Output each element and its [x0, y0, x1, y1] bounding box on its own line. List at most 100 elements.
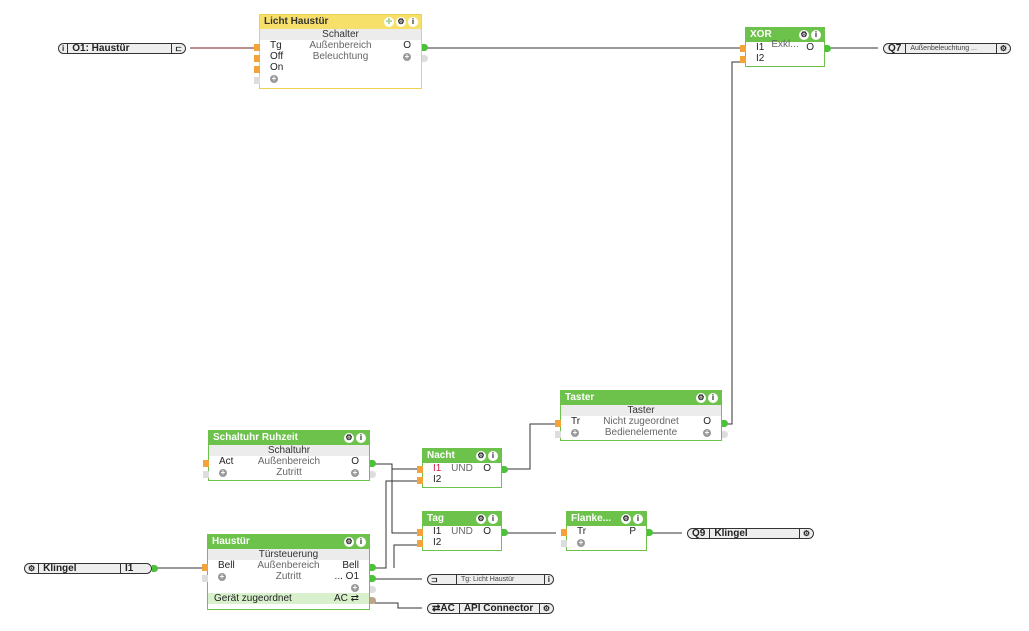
input-pin[interactable] [254, 77, 260, 84]
input-pin[interactable] [417, 477, 423, 484]
gear-icon[interactable]: ⚙ [542, 604, 550, 613]
gear-icon[interactable]: ⚙ [396, 17, 406, 27]
info-icon[interactable]: i [488, 514, 498, 524]
block-title: Flanke... [571, 513, 612, 524]
wire-schaltuhr-nacht [374, 463, 418, 470]
io-klingel-i1[interactable]: ⚙ Klingel I1 [24, 563, 152, 574]
block-title: Haustür [212, 536, 250, 547]
gear-icon[interactable]: ⚙ [25, 564, 40, 573]
info-icon[interactable]: i [633, 514, 643, 524]
info-icon[interactable]: i [408, 17, 418, 27]
output-pin[interactable] [370, 471, 376, 478]
output-pin[interactable] [152, 565, 158, 572]
output-label: Bell [342, 560, 359, 571]
block-function: UND [451, 526, 473, 537]
io-q7[interactable]: Q7 Außenbeleuchtung ... ⚙ [883, 43, 1011, 54]
input-pin[interactable] [254, 66, 260, 73]
output-pin[interactable] [825, 45, 831, 52]
info-icon[interactable]: i [811, 30, 821, 40]
gear-icon[interactable]: ⚙ [476, 514, 486, 524]
add-input-icon[interactable]: + [270, 74, 278, 83]
output-pin[interactable] [422, 44, 428, 51]
input-pin[interactable] [561, 529, 567, 536]
io-label: Tg: Licht Haustür [457, 575, 545, 584]
gear-icon[interactable]: ⚙ [476, 451, 486, 461]
io-api-connector[interactable]: ⇄AC API Connector ⚙ [427, 603, 554, 614]
output-pin[interactable] [502, 529, 508, 536]
gear-icon[interactable]: ⚙ [621, 514, 631, 524]
output-pin[interactable] [370, 564, 376, 571]
io-o1-haustuer[interactable]: i O1: Haustür ⊏ [58, 43, 186, 54]
output-pin[interactable] [422, 55, 428, 62]
ac-connector-label: AC ⇄ [333, 593, 359, 604]
input-pin[interactable] [202, 575, 208, 582]
input-pin[interactable] [203, 471, 209, 478]
input-pin[interactable] [417, 466, 423, 473]
add-output-icon[interactable]: + [351, 583, 359, 592]
block-type: Schaltuhr [209, 445, 369, 456]
input-label: I1 [756, 42, 765, 53]
input-pin[interactable] [254, 55, 260, 62]
input-pin[interactable] [740, 45, 746, 52]
output-label: O [351, 456, 359, 467]
gear-icon[interactable]: ⚙ [802, 529, 810, 538]
input-label: Tr [577, 526, 587, 537]
output-pin[interactable] [722, 431, 728, 438]
input-pin[interactable] [202, 564, 208, 571]
gear-icon[interactable]: ⚙ [344, 537, 354, 547]
info-icon[interactable]: i [59, 44, 69, 53]
gear-icon[interactable]: ⚙ [696, 393, 706, 403]
input-pin[interactable] [561, 540, 567, 547]
output-pin[interactable] [370, 460, 376, 467]
output-label: O [403, 40, 411, 51]
input-pin[interactable] [203, 460, 209, 467]
add-input-icon[interactable]: + [571, 428, 579, 437]
add-output-icon[interactable]: + [403, 52, 411, 61]
input-pin[interactable] [740, 56, 746, 63]
info-icon[interactable]: i [356, 537, 366, 547]
gear-icon[interactable]: ⚙ [799, 30, 809, 40]
output-pin[interactable] [647, 529, 653, 536]
add-input-icon[interactable]: + [218, 572, 226, 581]
output-label: O [483, 526, 491, 537]
info-icon[interactable]: i [708, 393, 718, 403]
gear-icon[interactable]: ⚙ [999, 44, 1007, 53]
output-pin[interactable] [722, 420, 728, 427]
block-room: Außenbereich [257, 560, 320, 571]
info-icon[interactable]: i [356, 433, 366, 443]
add-input-icon[interactable]: + [577, 538, 585, 547]
input-pin[interactable] [417, 529, 423, 536]
info-icon[interactable]: i [547, 575, 550, 584]
input-label-negated: I1 [433, 463, 442, 474]
add-output-icon[interactable]: + [703, 428, 711, 437]
gear-icon[interactable]: ⚙ [344, 433, 354, 443]
input-label: Tr [571, 416, 581, 427]
add-input-icon[interactable]: + [219, 468, 227, 477]
wire-haustuer-api [374, 602, 422, 609]
output-pin[interactable] [502, 466, 508, 473]
input-pin[interactable] [555, 420, 561, 427]
info-icon[interactable]: i [488, 451, 498, 461]
wire-nacht-taster [506, 423, 556, 470]
io-label: API Connector [460, 604, 540, 613]
block-function: Exkl... [771, 39, 799, 50]
input-pin[interactable] [555, 431, 561, 438]
io-tg-licht-haustuer[interactable]: ⊐ Tg: Licht Haustür i [427, 574, 554, 585]
input-pin[interactable] [417, 540, 423, 547]
input-pin[interactable] [254, 44, 260, 51]
output-pin[interactable] [370, 586, 376, 593]
io-q9-klingel[interactable]: Q9 Klingel ⚙ [687, 528, 814, 539]
input-label: Off [270, 51, 284, 62]
ac-pin[interactable] [370, 597, 376, 604]
add-output-icon[interactable]: + [351, 468, 359, 477]
move-icon[interactable]: ✛ [384, 17, 394, 27]
output-pin[interactable] [370, 575, 376, 582]
